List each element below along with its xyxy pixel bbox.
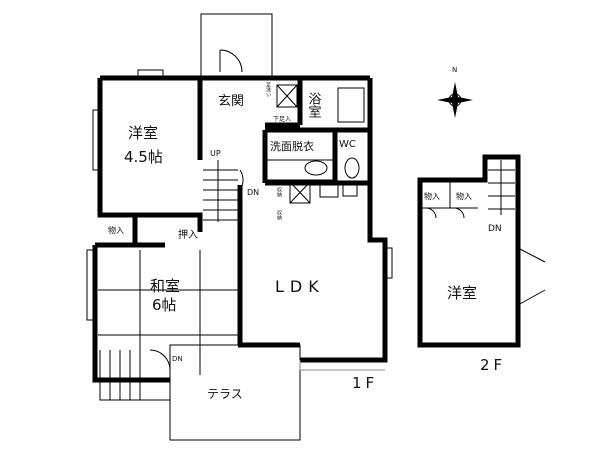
floor1-label: 1F [352,374,378,392]
north-label: N [452,66,457,74]
foot-wash-label: 足洗い [265,82,271,97]
stairs-1f [203,160,244,222]
stairs-down-label: DN [247,188,259,197]
shoe-storage-label: 下足入 [273,116,291,123]
floor2-western-room-label: 洋室 [447,284,477,302]
japanese-room-name: 和室 [150,277,180,295]
oshiire-label: 押入 [178,228,198,241]
tatami-grid [98,250,238,401]
ldk-label: LDK [275,277,325,296]
entrance-porch [200,13,273,79]
terrace-label: テラス [207,387,243,401]
washroom-label: 洗面脱衣 [270,139,314,153]
closet-label: 物入 [108,225,124,235]
toilet-label: WC [339,139,356,150]
compass-rose-icon [437,82,473,118]
floor2-stairs-down-label: DN [488,224,502,234]
floor2-closet-a-label: 物入 [424,191,440,201]
storage-b-label: 収納 [276,209,282,221]
bath-fixtures [266,84,365,204]
storage-a-label: 収納 [276,186,282,198]
floor2-label: 2F [480,356,506,374]
western-room-name: 洋室 [128,124,158,142]
western-room-size: 4.5帖 [124,148,163,166]
bathroom-label-1: 浴室 [306,92,322,118]
stairs-up-label: UP [210,149,221,158]
entrance-label: 玄関 [218,94,244,109]
japanese-room-size: 6帖 [152,296,177,314]
floor2-walls [417,154,546,348]
floor2-closet-b-label: 物入 [456,191,472,201]
outdoor-steps-down-label: DN [172,355,183,363]
terrace-deck [169,344,301,441]
